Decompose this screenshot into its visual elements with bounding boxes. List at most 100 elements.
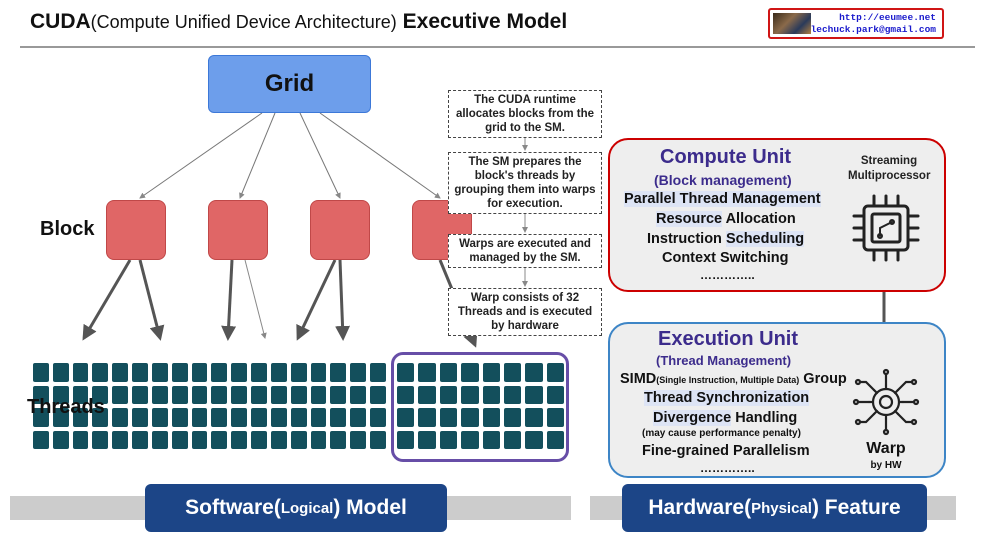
execution-unit-title: Execution Unit (658, 328, 799, 350)
thread-cell (290, 363, 307, 382)
thread-cell (52, 430, 69, 449)
thread-cell (525, 408, 543, 427)
thread-cell (546, 408, 564, 427)
thread-cell (132, 408, 148, 427)
thread-cell (310, 408, 327, 427)
arrow-block1-a (82, 259, 132, 341)
thread-cell (191, 430, 208, 449)
warp-sublabel: by HW (870, 460, 902, 471)
software-model-label: Software(Logical) Model (145, 484, 447, 532)
thread-cell (211, 408, 228, 427)
thread-cell (171, 385, 188, 404)
thread-cell (397, 363, 415, 382)
thread-cell (211, 385, 228, 404)
thread-cell (231, 430, 248, 449)
thread-cell (251, 430, 267, 449)
thread-cell (92, 408, 109, 427)
thread-cell (251, 363, 267, 382)
thread-cell (152, 385, 168, 404)
compute-unit-title: Compute Unit (660, 146, 792, 168)
thread-cell (33, 430, 49, 449)
exec-note: (may cause performance penalty) (642, 428, 801, 439)
compute-ellipsis: ………….. (700, 268, 755, 282)
thread-cell (546, 385, 564, 404)
title-divider (20, 46, 975, 48)
thread-cell (271, 408, 287, 427)
thread-cell (290, 408, 307, 427)
note-runtime-allocation: The CUDA runtime allocates blocks from t… (448, 90, 602, 138)
thread-cell (350, 408, 367, 427)
exec-line-fine-grained: Fine-grained Parallelism (642, 443, 810, 459)
thread-cell (461, 385, 479, 404)
hardware-feature-label: Hardware(Physical) Feature (622, 484, 927, 532)
thread-cell (92, 430, 109, 449)
thread-cell (152, 430, 168, 449)
grid-to-block-arrows (139, 112, 441, 199)
compute-line: Resource Allocation (656, 211, 796, 227)
warp-highlight (391, 352, 569, 462)
author-email[interactable]: lechuck.park@gmail.com (810, 24, 936, 35)
thread-cell (271, 385, 287, 404)
thread-cell (330, 408, 347, 427)
thread-cell (461, 363, 479, 382)
thread-cell (112, 408, 129, 427)
thread-cell (461, 430, 479, 449)
thread-cell (52, 363, 69, 382)
thread-cell (350, 430, 367, 449)
thread-cell (251, 408, 267, 427)
arrow-block3-b (335, 259, 351, 341)
thread-cell (52, 385, 69, 404)
exec-line-sync: Thread Synchronization (644, 390, 810, 406)
exec-line-simd: SIMD(Single Instruction, Multiple Data) … (620, 371, 847, 387)
thread-cell (482, 430, 500, 449)
thread-cell (290, 385, 307, 404)
thread-cell (461, 408, 479, 427)
note-warp-grouping: The SM prepares the block's threads by g… (448, 152, 602, 214)
thread-cell (503, 385, 522, 404)
exec-ellipsis: ………….. (700, 461, 755, 475)
thread-cell (439, 430, 458, 449)
thread-group (397, 363, 564, 449)
thread-cell (482, 385, 500, 404)
thread-group (152, 363, 267, 449)
thread-cell (370, 363, 386, 382)
warp-gear-icon (852, 368, 920, 436)
thread-cell (52, 408, 69, 427)
arrow-grid-block-2 (239, 112, 276, 199)
thread-cell (397, 385, 415, 404)
thread-cell (290, 430, 307, 449)
thread-cell (211, 430, 228, 449)
thread-cell (33, 408, 49, 427)
thread-cell (191, 408, 208, 427)
thread-cell (370, 385, 386, 404)
author-url[interactable]: http://eeumee.net (839, 12, 936, 23)
chip-icon (852, 194, 920, 262)
thread-cell (171, 408, 188, 427)
arrow-block2-b (244, 259, 267, 339)
thread-cell (271, 430, 287, 449)
thread-cell (439, 385, 458, 404)
thread-cell (72, 430, 89, 449)
author-logo (773, 13, 811, 34)
thread-cell (525, 430, 543, 449)
thread-cell (439, 363, 458, 382)
thread-cell (92, 385, 109, 404)
execution-unit-subtitle: (Thread Management) (656, 353, 792, 368)
thread-cell (310, 363, 327, 382)
block-node (310, 200, 370, 260)
thread-cell (482, 363, 500, 382)
thread-cell (418, 385, 436, 404)
thread-cell (418, 408, 436, 427)
arrow-block1-b (138, 259, 165, 341)
title-end: Executive Model (396, 10, 568, 33)
thread-cell (350, 363, 367, 382)
thread-cell (546, 430, 564, 449)
thread-cell (191, 363, 208, 382)
page-title: CUDA(Compute Unified Device Architecture… (30, 10, 567, 34)
thread-cell (132, 430, 148, 449)
compute-unit-subtitle: (Block management) (654, 172, 792, 188)
arrow-grid-block-1 (139, 112, 263, 199)
thread-cell (503, 430, 522, 449)
arrow-grid-block-3 (299, 112, 341, 199)
thread-cell (231, 363, 248, 382)
